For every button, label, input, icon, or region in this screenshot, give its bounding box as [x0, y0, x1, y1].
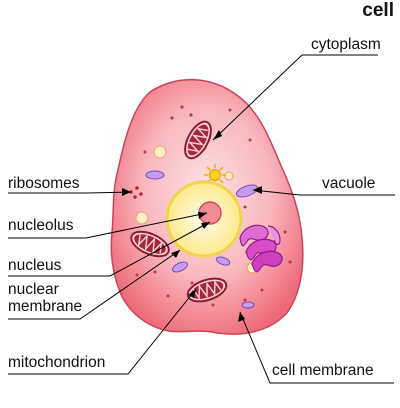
label-nuclear-membrane: nuclear membrane: [8, 281, 82, 315]
leader-line-vacuole: [252, 189, 395, 196]
leader-line-nucleus: [8, 221, 211, 277]
mitochondrion-icon: [186, 277, 228, 303]
leader-line-cytoplasm: [212, 54, 378, 141]
label-nucleolus: nucleolus: [8, 217, 74, 234]
vacuole-icon: [145, 170, 258, 309]
label-nucleus: nucleus: [8, 257, 62, 274]
label-cell-membrane: cell membrane: [272, 362, 374, 379]
mitochondrion-icon: [184, 120, 212, 160]
leader-line-ribosomes: [8, 191, 132, 194]
leader-lines: [8, 54, 395, 384]
label-cytoplasm: cytoplasm: [311, 36, 381, 53]
label-ribosomes: ribosomes: [8, 175, 80, 192]
leader-line-nucleolus: [8, 212, 208, 239]
leader-line-cell-membrane: [239, 311, 394, 384]
label-nuclear-membrane-line2: membrane: [8, 298, 83, 315]
golgi-apparatus-icon: [239, 224, 283, 273]
label-mitochondrion: mitochondrion: [8, 354, 106, 371]
mitochondrion-icon: [130, 230, 170, 258]
leader-line-nuclear-membrane: [8, 249, 181, 320]
diagram-title: cell: [362, 0, 394, 21]
leader-arrowheads: [122, 130, 262, 322]
label-vacuole: vacuole: [322, 175, 376, 192]
leader-line-mitochondrion: [8, 288, 197, 375]
cytoplasm-granules: [135, 105, 292, 307]
label-nuclear-membrane-line1: nuclear: [8, 281, 59, 298]
